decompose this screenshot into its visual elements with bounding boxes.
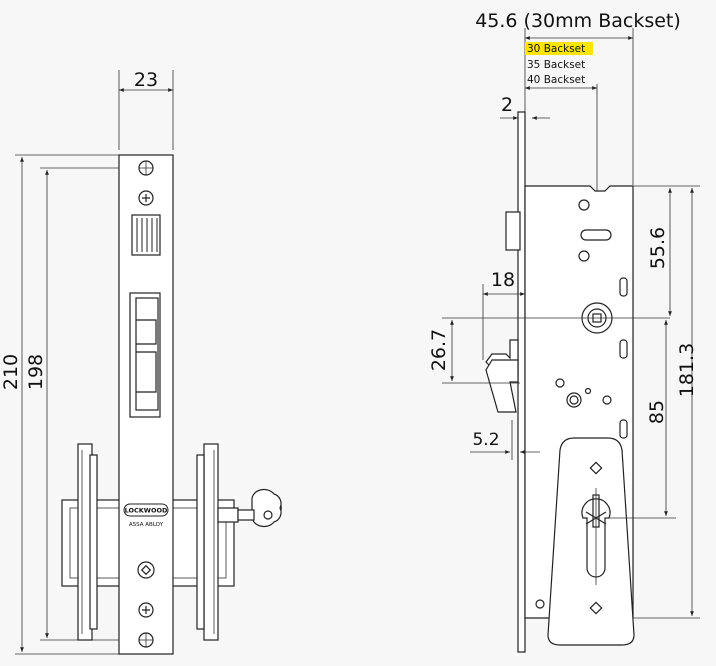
front-view: 23 210 198: [0, 69, 282, 655]
thumb-turn-spindle: [137, 561, 155, 579]
spindle-height-dimension: 55.6: [633, 185, 700, 316]
top-fixing-hole-icon: [138, 160, 154, 176]
overall-height-label: 181.3: [676, 343, 698, 397]
top-screw-icon: [138, 190, 154, 206]
backset-highlight: [525, 42, 593, 55]
front-height-overall-label: 210: [0, 354, 22, 390]
brand-badge: LOCKWOOD ASSA ABLOY: [123, 503, 169, 528]
backset-30-label: 30 Backset: [527, 43, 585, 55]
hook-bolt-slot: [129, 292, 161, 418]
bottom-fixing-hole-icon: [138, 632, 154, 648]
latch-height-label: 26.7: [428, 329, 450, 371]
key-icon: [217, 488, 282, 528]
brand-sub-text: ASSA ABLOY: [129, 522, 164, 528]
centres-label: 85: [646, 400, 668, 424]
euro-cylinder-icon: [581, 488, 611, 585]
overall-height-dimension: 181.3: [633, 188, 700, 619]
side-faceplate: [517, 111, 526, 653]
hook-offset-dimension: 5.2: [470, 420, 540, 460]
centres-dimension: 85: [605, 320, 676, 519]
overall-width-label: 45.6 (30mm Backset): [475, 10, 681, 32]
latch-projection-label: 18: [491, 269, 515, 291]
latch-projection-dimension: 18: [482, 269, 525, 360]
hook-offset-label: 5.2: [472, 430, 499, 450]
side-view: 45.6 (30mm Backset) 30 Backset 35 Backse…: [428, 10, 700, 653]
front-height-dimensions: 210 198: [0, 154, 148, 655]
faceplate-thickness-dimension: 2: [500, 94, 550, 120]
brand-name-text: LOCKWOOD: [125, 507, 168, 515]
front-width-dimension: 23: [118, 69, 174, 150]
front-width-label: 23: [134, 69, 158, 91]
latch-height-dimension: 26.7: [428, 317, 670, 384]
faceplate-thickness-label: 2: [501, 94, 513, 116]
overall-width-dimension: 45.6 (30mm Backset): [475, 10, 681, 185]
spindle-height-label: 55.6: [647, 227, 669, 269]
bottom-screw-icon: [138, 602, 154, 618]
hook-bolt: [485, 339, 519, 413]
backset-40-label: 40 Backset: [527, 74, 585, 86]
backset-35-label: 35 Backset: [527, 59, 585, 71]
right-escutcheon: [196, 443, 219, 641]
deadlatch: [131, 214, 161, 256]
left-escutcheon: [77, 443, 98, 641]
front-height-inner-label: 198: [25, 354, 47, 390]
